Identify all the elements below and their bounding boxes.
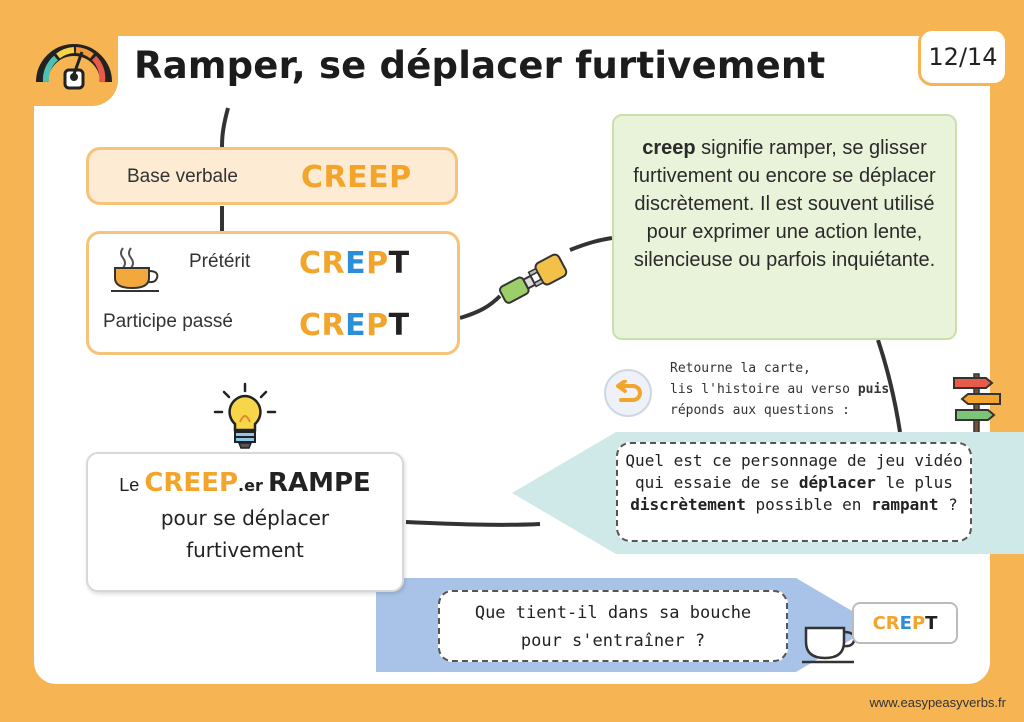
preterit-label: Prétérit bbox=[189, 251, 251, 272]
instructions-line-1: Retourne la carte, bbox=[670, 361, 811, 376]
answer-part-2: E bbox=[899, 612, 912, 634]
preterit-part-4: T bbox=[388, 246, 410, 281]
question-1-bold-1: déplacer bbox=[798, 473, 876, 492]
answer-part-3: P bbox=[911, 612, 926, 634]
mnemonic-le: Le bbox=[119, 475, 140, 495]
instructions-text: Retourne la carte, lis l'histoire au ver… bbox=[670, 358, 910, 421]
base-form-label: Base verbale bbox=[127, 166, 238, 187]
participle-part-1: CR bbox=[299, 308, 346, 343]
question-1-bold-2: discrètement bbox=[630, 495, 746, 514]
question-1-text-2: le plus bbox=[875, 473, 953, 492]
question-1-text-1: Quel est ce personnage de jeu vidéo qui … bbox=[625, 451, 963, 492]
answer-part-4: T bbox=[925, 612, 938, 634]
definition-box: creep signifie ramper, se glisser furtiv… bbox=[612, 114, 957, 340]
definition-text: signifie ramper, se glisser furtivement … bbox=[633, 137, 936, 271]
instructions-line-3: réponds aux questions : bbox=[670, 403, 851, 418]
preterit-part-2: E bbox=[345, 246, 367, 281]
mnemonic-line-2: pour se déplacer bbox=[160, 506, 330, 530]
participle-part-3: P bbox=[366, 308, 389, 343]
footer-site[interactable]: www.easypeasyverbs.fr bbox=[869, 695, 1006, 710]
base-form-box: Base verbale CREEP bbox=[86, 147, 458, 205]
instructions-line-2-bold: puis bbox=[857, 382, 890, 397]
tea-cup-icon bbox=[111, 247, 159, 292]
preterit-part-3: P bbox=[366, 246, 389, 281]
definition-keyword: creep bbox=[642, 137, 696, 159]
gauge-icon bbox=[36, 44, 112, 90]
participle-part-4: T bbox=[388, 308, 410, 343]
preterit-value: CREPT bbox=[299, 246, 410, 281]
flip-card-button[interactable] bbox=[604, 369, 652, 417]
participle-value: CREPT bbox=[299, 308, 410, 343]
signpost-icon bbox=[953, 373, 1001, 436]
base-form-value: CREEP bbox=[301, 160, 412, 195]
mnemonic-er: .er bbox=[238, 476, 263, 495]
return-arrow-icon bbox=[616, 380, 642, 402]
past-forms-box: Prétérit CREPT Participe passé CREPT bbox=[86, 231, 460, 355]
question-1-text-3: possible en bbox=[745, 495, 872, 514]
instructions-line-2: lis l'histoire au verso puis bbox=[670, 379, 910, 400]
question-2-line-1: Que tient-il dans sa bouche bbox=[474, 603, 752, 623]
question-1-box: Quel est ce personnage de jeu vidéo qui … bbox=[616, 442, 972, 542]
answer-part-1: CR bbox=[872, 612, 900, 634]
mnemonic-creep: CREEP bbox=[144, 468, 239, 498]
question-1-text-4: ? bbox=[938, 495, 958, 514]
question-1-bold-3: rampant bbox=[871, 495, 939, 514]
page-indicator: 12/14 bbox=[918, 28, 1008, 86]
question-2-line-2: pour s'entraîner ? bbox=[520, 631, 706, 651]
plug-icon bbox=[498, 253, 568, 304]
participle-label: Participe passé bbox=[103, 311, 233, 332]
logo-tab bbox=[22, 22, 118, 106]
mnemonic-line-1: Le CREEP.er RAMPE bbox=[88, 468, 402, 498]
mnemonic-rampe: RAMPE bbox=[267, 468, 371, 498]
question-2-box: Que tient-il dans sa bouche pour s'entra… bbox=[438, 590, 788, 662]
page-title: Ramper, se déplacer furtivement bbox=[134, 44, 826, 87]
instructions-line-2-text: lis l'histoire au verso bbox=[670, 382, 858, 397]
preterit-part-1: CR bbox=[299, 246, 346, 281]
participle-part-2: E bbox=[345, 308, 367, 343]
cup-icon bbox=[802, 626, 856, 664]
light-bulb-icon bbox=[213, 382, 277, 449]
mnemonic-box: Le CREEP.er RAMPE pour se déplacer furti… bbox=[86, 452, 404, 592]
mnemonic-line-3: furtivement bbox=[186, 538, 304, 562]
